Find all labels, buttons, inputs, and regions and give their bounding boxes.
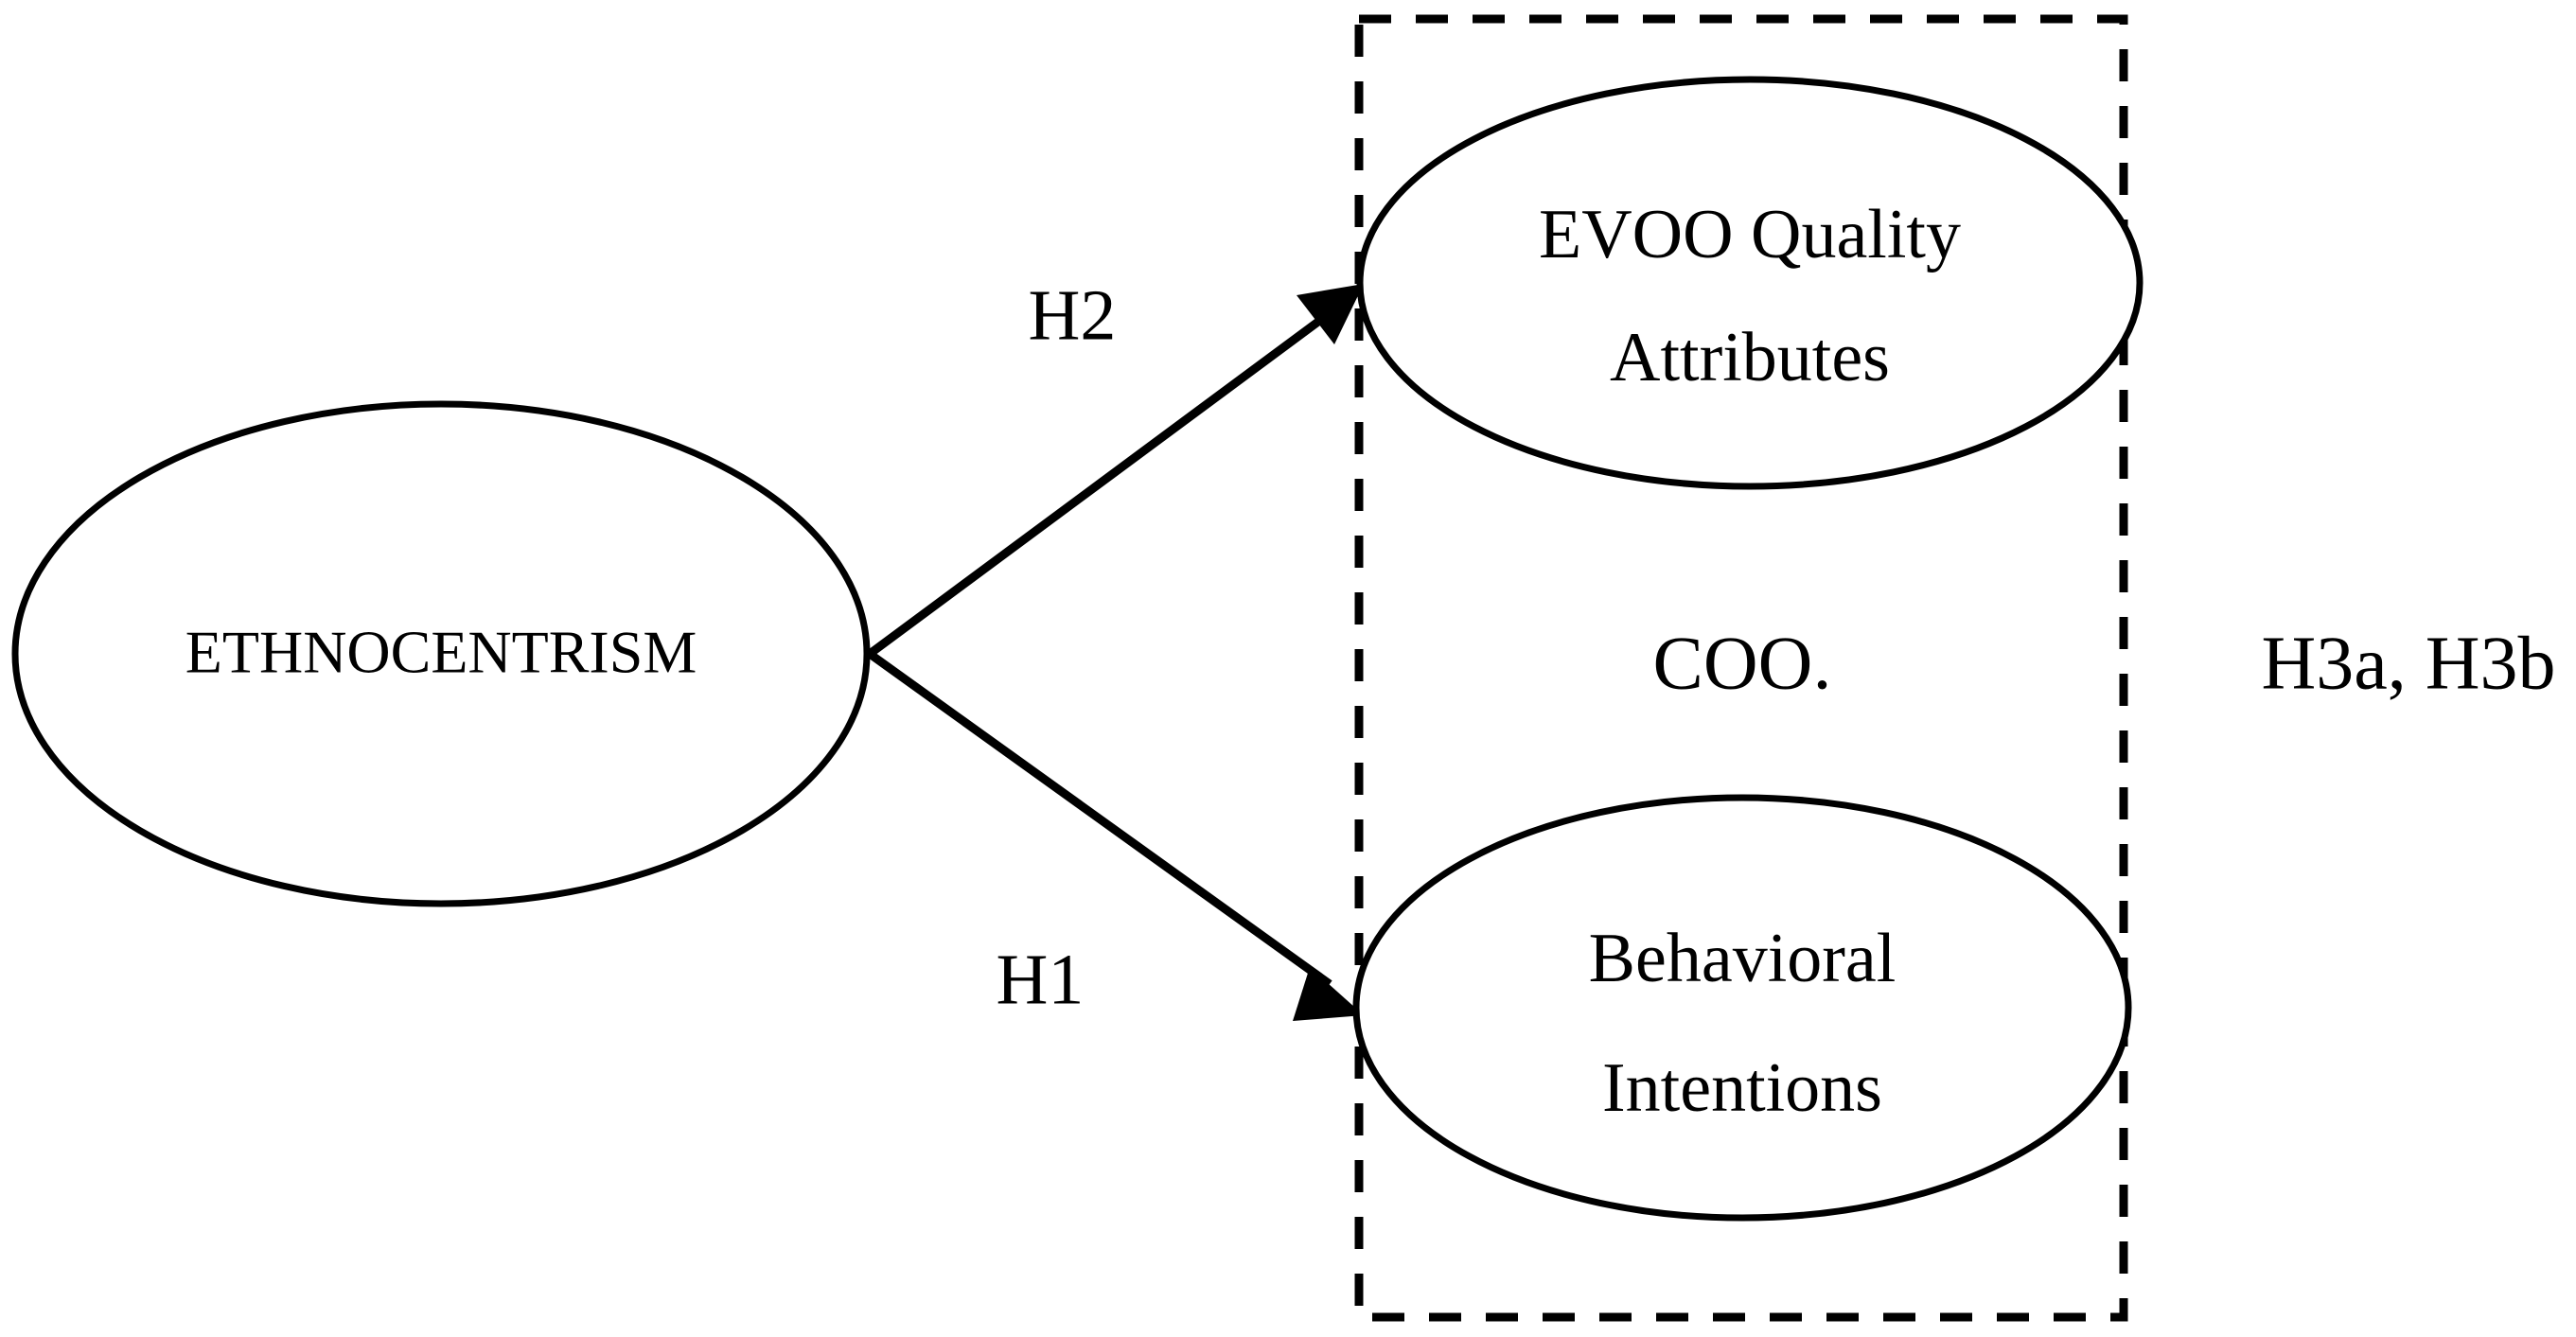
h1-edge-label: H1 [997,940,1085,1019]
node-evoo-quality-attributes[interactable] [1356,76,2144,490]
h2-path-line [867,309,1332,658]
coo-moderator-box [1354,14,2128,1322]
node-evoo-quality-attributes-label-line1: EVOO Quality [1539,196,1961,273]
node-ethnocentrism[interactable] [11,400,871,907]
h1-path-line [867,650,1332,988]
h3a-h3b-label: H3a, H3b [2261,622,2555,705]
node-evoo-quality-attributes-label-line2: Attributes [1610,319,1890,396]
h1-arrow-head [1293,967,1364,1021]
coo-moderator-label: COO. [1653,622,1832,705]
node-ethnocentrism-label: ETHNOCENTRISM [185,619,697,686]
h2-edge-label: H2 [1029,275,1117,355]
node-behavioral-intentions-label-line1: Behavioral [1589,920,1897,997]
node-behavioral-intentions-label-line2: Intentions [1602,1049,1882,1127]
h2-arrow-head [1297,284,1364,344]
node-behavioral-intentions[interactable] [1352,794,2132,1222]
